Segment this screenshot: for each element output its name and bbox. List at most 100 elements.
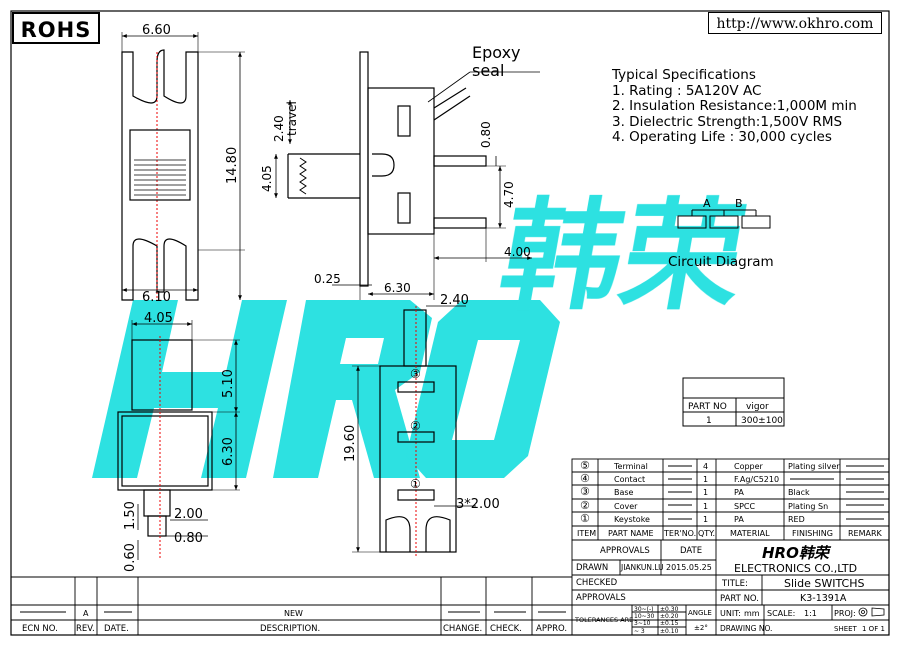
bom-cell-qty: 1 bbox=[703, 475, 708, 484]
bom-cell-part-name: Terminal bbox=[613, 462, 648, 471]
tb-partno-value: K3-1391A bbox=[800, 593, 847, 604]
bom-h-qty: QTY. bbox=[698, 529, 715, 538]
rev-h-rev: REV. bbox=[76, 624, 95, 634]
bom-cell-qty: 4 bbox=[703, 462, 708, 471]
tb-tol-range-3: 3~10 bbox=[634, 620, 651, 627]
spec-title: Typical Specifications bbox=[612, 67, 756, 83]
sheet-border bbox=[10, 10, 890, 636]
tb-checked: CHECKED bbox=[576, 578, 618, 588]
rev-h-change: CHANGE. bbox=[443, 624, 482, 634]
tb-tol-4: ±0.10 bbox=[660, 628, 679, 635]
tb-angle-label: ANGLE bbox=[688, 609, 712, 617]
tb-title-value: Slide SWITCHS bbox=[784, 577, 864, 590]
dim-pin-thickness: 0.80 bbox=[479, 121, 493, 148]
bom-cell-material: Copper bbox=[734, 462, 764, 471]
bom-cell-item: ① bbox=[580, 512, 590, 525]
rev-h-description: DESCRIPTION. bbox=[260, 624, 320, 634]
dim-top-width: 2.40 bbox=[440, 293, 469, 308]
bom-cell-finishing: Black bbox=[788, 488, 810, 497]
bom-cell-qty: 1 bbox=[703, 488, 708, 497]
bom-h-finishing: FINISHING bbox=[792, 529, 833, 538]
tb-tol-3: ±0.15 bbox=[660, 620, 679, 627]
website-url: http://www.okhro.com bbox=[708, 12, 882, 34]
bom-cell-qty: 1 bbox=[703, 502, 708, 511]
tb-scale-value: 1:1 bbox=[804, 609, 817, 618]
bom-cell-item: ③ bbox=[580, 485, 590, 498]
tb-unit-value: mm bbox=[744, 609, 760, 618]
tb-drawn: DRAWN bbox=[576, 563, 608, 573]
tb-tol-range-2: 10~30 bbox=[634, 613, 654, 620]
spec-item-3: 3. Dielectric Strength:1,500V RMS bbox=[612, 113, 843, 130]
dim-0-60: 0.60 bbox=[123, 543, 138, 572]
dim-2-00: 2.00 bbox=[174, 507, 203, 522]
bom-cell-finishing: Plating Sn bbox=[788, 502, 828, 511]
tb-tol-range-1: 30~(-) bbox=[634, 606, 654, 613]
tb-sheet-value: 1 OF 1 bbox=[862, 625, 885, 633]
top-view bbox=[121, 32, 245, 301]
tb-drawing-no-label: DRAWING NO. bbox=[720, 624, 772, 633]
tb-proj-label: PROJ: bbox=[834, 609, 856, 618]
tb-scale-label: SCALE: bbox=[767, 609, 795, 618]
dim-height: 14.80 bbox=[225, 147, 240, 184]
revision-block bbox=[11, 576, 572, 635]
tb-sheet-label: SHEET bbox=[834, 625, 858, 633]
dim-pin-pitch: 4.70 bbox=[502, 181, 516, 208]
pin-label-2: ② bbox=[410, 419, 421, 433]
dim-body-h: 6.30 bbox=[221, 437, 236, 466]
bom-cell-material: PA bbox=[734, 515, 744, 524]
rev-h-date: DATE. bbox=[104, 624, 129, 634]
bom-cell-qty: 1 bbox=[703, 515, 708, 524]
dim-travel: 2.40 bbox=[272, 115, 286, 142]
rohs-badge: ROHS bbox=[12, 12, 100, 44]
spec-item-1: 1. Rating : 5A120V AC bbox=[612, 82, 762, 99]
dim-actuator-height: 4.05 bbox=[260, 165, 274, 192]
tb-tol-range-4: ~ 3 bbox=[634, 628, 645, 635]
tb-angle-tol: ±2° bbox=[694, 624, 708, 632]
tb-company-logo: HRO韩荣 bbox=[762, 544, 832, 562]
pin-label-3: ③ bbox=[410, 367, 421, 381]
bottom-view bbox=[352, 305, 476, 556]
dim-pin-length: 4.00 bbox=[504, 245, 531, 259]
rev-row-rev: A bbox=[83, 609, 89, 618]
dim-0-80: 0.80 bbox=[174, 531, 203, 546]
epoxy-label-2: seal bbox=[472, 61, 504, 80]
vigor-table bbox=[682, 377, 785, 427]
circuit-diagram bbox=[677, 209, 771, 229]
bom-cell-material: SPCC bbox=[734, 502, 755, 511]
vigor-h2: vigor bbox=[746, 402, 769, 412]
vigor-r1c2: 300±100 bbox=[741, 416, 783, 426]
bom-cell-part-name: Contact bbox=[614, 475, 645, 484]
rev-h-check: CHECK. bbox=[490, 624, 522, 634]
dim-width-bottom: 6.10 bbox=[142, 290, 171, 305]
rev-h-ecn: ECN NO. bbox=[22, 624, 58, 634]
bom-table bbox=[571, 458, 890, 541]
tb-tol-1: ±0.30 bbox=[660, 606, 679, 613]
bom-cell-material: F.Ag/C5210 bbox=[734, 475, 779, 484]
dim-travel-label: travel bbox=[285, 101, 299, 136]
tb-partno-label: PART NO. bbox=[720, 594, 759, 604]
rev-h-appro: APPRO. bbox=[536, 624, 567, 634]
bom-cell-finishing: Plating silver bbox=[788, 462, 840, 471]
bom-cell-part-name: Base bbox=[614, 488, 634, 497]
hro-watermark: 韩荣 bbox=[92, 187, 755, 478]
tb-tol-2: ±0.20 bbox=[660, 613, 679, 620]
side-view bbox=[274, 51, 540, 300]
spec-item-4: 4. Operating Life : 30,000 cycles bbox=[612, 129, 832, 145]
tb-drawn-by: JIANKUN.LU bbox=[620, 563, 664, 572]
front-view bbox=[117, 320, 240, 560]
tb-approvals-row: APPROVALS bbox=[576, 593, 626, 603]
tb-unit-label: UNIT: bbox=[720, 609, 741, 618]
bom-h-ter: TER'NO. bbox=[663, 529, 696, 538]
circuit-label-a: A bbox=[703, 197, 711, 210]
bom-cell-item: ④ bbox=[580, 472, 590, 485]
epoxy-label-1: Epoxy bbox=[472, 43, 521, 62]
bom-rows: ⑤ Terminal 4 Copper Plating silver ④ Contact 1 F… bbox=[580, 459, 840, 525]
bom-cell-material: PA bbox=[734, 488, 744, 497]
pin-label-1: ① bbox=[410, 477, 421, 491]
tb-date-label: DATE bbox=[680, 546, 702, 556]
bom-h-remark: REMARK bbox=[848, 529, 883, 538]
bom-cell-part-name: Keystoke bbox=[614, 515, 650, 524]
bom-cell-item: ⑤ bbox=[580, 459, 590, 472]
